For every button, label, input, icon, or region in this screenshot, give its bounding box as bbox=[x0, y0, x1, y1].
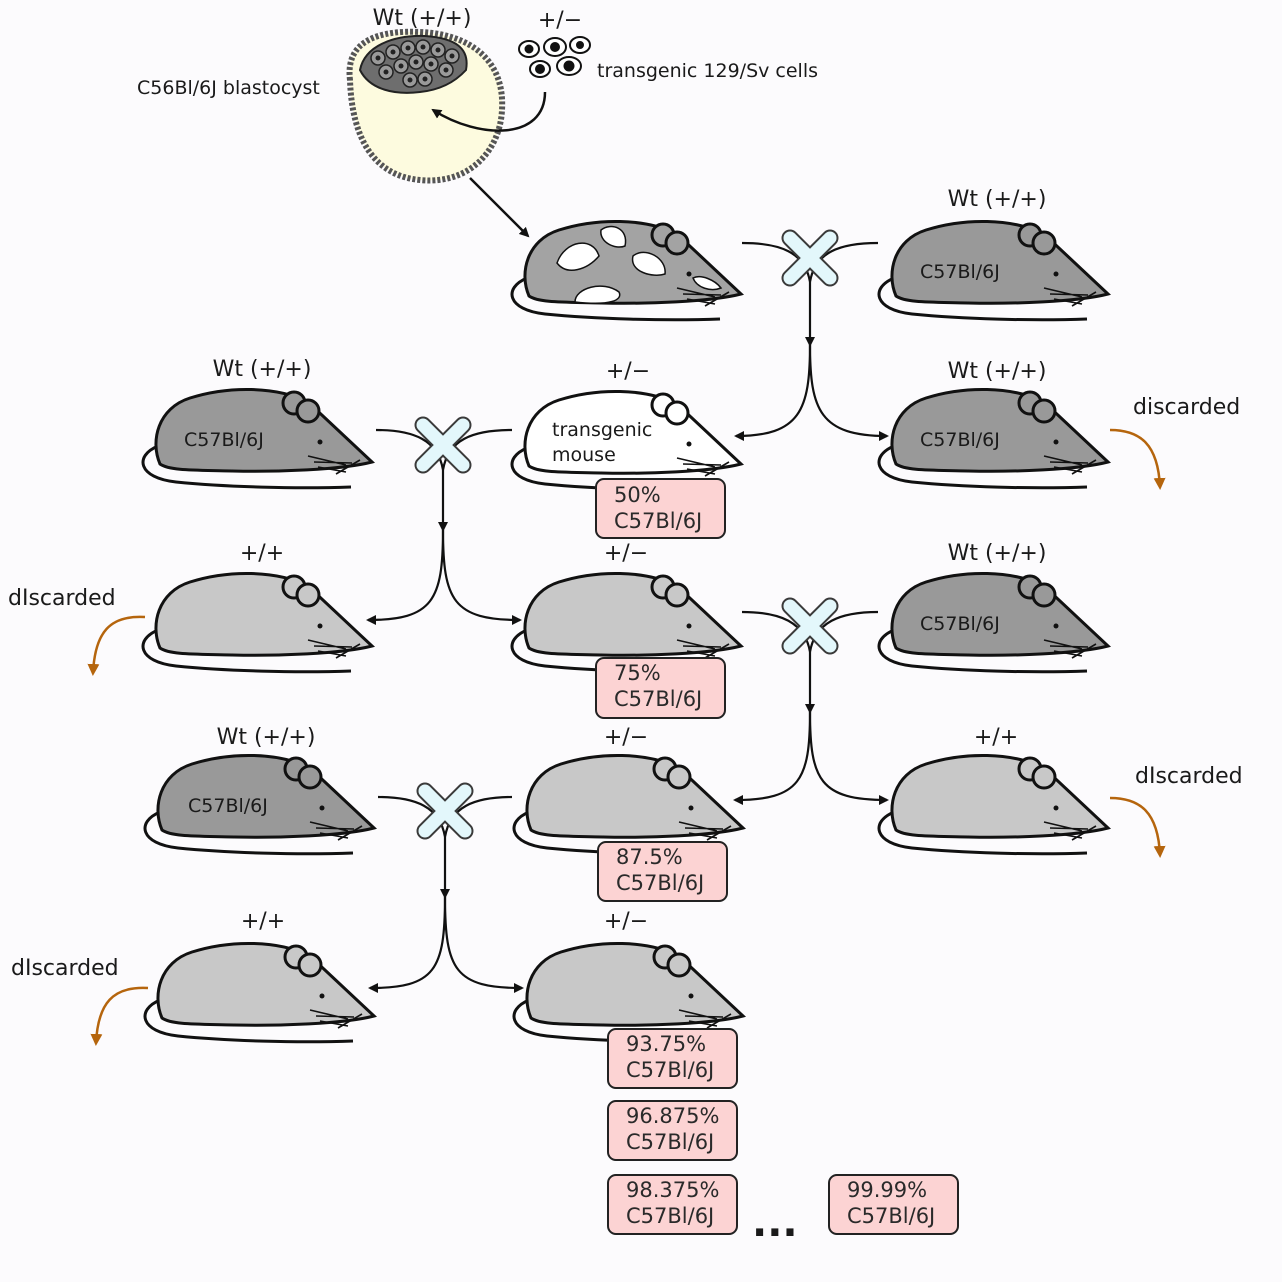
discarded-2: dIscarded bbox=[8, 586, 146, 676]
discarded-4: dIscarded bbox=[11, 956, 149, 1046]
mouse-strain: C57Bl/6J bbox=[188, 795, 268, 817]
percentage-box-75: 75% C57Bl/6J bbox=[595, 657, 726, 719]
percentage-box-50: 50% C57Bl/6J bbox=[595, 478, 726, 539]
percentage-value: 50% bbox=[614, 483, 661, 507]
genotype-label: Wt (+/+) bbox=[948, 359, 1047, 384]
mouse-row4-mid bbox=[512, 753, 745, 856]
mouse-row4-right bbox=[877, 753, 1110, 856]
discard-arrow bbox=[87, 615, 146, 676]
discarded-label: dIscarded bbox=[8, 586, 116, 611]
genotype-label: +/+ bbox=[974, 725, 1018, 750]
cross-1 bbox=[734, 238, 889, 441]
discarded-label: dIscarded bbox=[11, 956, 119, 981]
percentage-box-93-75: 93.75% C57Bl/6J bbox=[607, 1028, 738, 1089]
wt-mouse-row2-left: C57Bl/6J bbox=[141, 387, 374, 490]
percentage-strain: C57Bl/6J bbox=[847, 1204, 935, 1228]
discard-arrow bbox=[1109, 428, 1166, 490]
discarded-3: dIscarded bbox=[1109, 764, 1243, 858]
chimera-mouse bbox=[510, 219, 743, 322]
implant-arrow bbox=[469, 177, 530, 238]
injection-arrow bbox=[431, 91, 547, 132]
mouse-strain: C57Bl/6J bbox=[920, 429, 1000, 451]
mouse-row5-left bbox=[143, 941, 376, 1044]
cross-icon bbox=[790, 238, 830, 278]
genotype-label: +/− bbox=[604, 541, 648, 566]
transgenic-mouse: transgenic mouse bbox=[510, 389, 743, 492]
percentage-box-87-5: 87.5% C57Bl/6J bbox=[597, 841, 728, 902]
percentage-strain: C57Bl/6J bbox=[616, 871, 704, 895]
donor-cells-label: transgenic 129/Sv cells bbox=[597, 60, 818, 82]
percentage-strain: C57Bl/6J bbox=[614, 687, 702, 711]
transgenic-cells bbox=[518, 36, 591, 78]
mouse-row3-left bbox=[141, 571, 374, 674]
genotype-label: +/− bbox=[604, 725, 648, 750]
genotype-label: +/− bbox=[604, 909, 648, 934]
genotype-label: +/− bbox=[606, 359, 650, 384]
percentage-strain: C57Bl/6J bbox=[626, 1204, 714, 1228]
wt-mouse-row2-right: C57Bl/6J bbox=[877, 387, 1110, 490]
discard-arrow bbox=[90, 986, 149, 1046]
blastocyst bbox=[346, 28, 506, 184]
wt-mouse-row4-left: C57Bl/6J bbox=[143, 753, 376, 856]
discard-arrow bbox=[1109, 796, 1166, 858]
mouse-strain: C57Bl/6J bbox=[920, 261, 1000, 283]
percentage-strain: C57Bl/6J bbox=[626, 1058, 714, 1082]
cross-4 bbox=[368, 791, 524, 993]
discarded-label: dIscarded bbox=[1135, 764, 1243, 789]
wt-mouse-row3-right: C57Bl/6J bbox=[877, 571, 1110, 674]
mouse-strain: C57Bl/6J bbox=[920, 613, 1000, 635]
blastocyst-label: C56Bl/6J blastocyst bbox=[137, 77, 320, 99]
wt-mouse-row1: C57Bl/6J bbox=[877, 219, 1110, 322]
percentage-strain: C57Bl/6J bbox=[626, 1130, 714, 1154]
percentage-strain: C57Bl/6J bbox=[614, 509, 702, 533]
percentage-value: 75% bbox=[614, 661, 661, 685]
percentage-value: 98.375% bbox=[626, 1178, 719, 1202]
discarded-label: discarded bbox=[1133, 395, 1240, 420]
discarded-1: discarded bbox=[1109, 395, 1240, 490]
percentage-value: 93.75% bbox=[626, 1032, 706, 1056]
percentage-value: 99.99% bbox=[847, 1178, 927, 1202]
percentage-box-99-99: 99.99% C57Bl/6J bbox=[828, 1174, 959, 1235]
ellipsis: ... bbox=[752, 1200, 798, 1246]
mouse-strain: C57Bl/6J bbox=[184, 429, 264, 451]
cross-3 bbox=[733, 606, 889, 805]
genotype-label: Wt (+/+) bbox=[213, 357, 312, 382]
genotype-label: Wt (+/+) bbox=[948, 541, 1047, 566]
cross-2 bbox=[366, 425, 522, 625]
percentage-box-98-375: 98.375% C57Bl/6J bbox=[607, 1174, 738, 1235]
transgenic-label-line2: mouse bbox=[552, 444, 616, 466]
genotype-label: Wt (+/+) bbox=[217, 725, 316, 750]
percentage-value: 87.5% bbox=[616, 845, 683, 869]
genotype-label: Wt (+/+) bbox=[948, 187, 1047, 212]
transgenic-label-line1: transgenic bbox=[552, 419, 652, 441]
percentage-value: 96.875% bbox=[626, 1104, 719, 1128]
donor-cells-genotype: +/− bbox=[538, 8, 582, 33]
percentage-box-96-875: 96.875% C57Bl/6J bbox=[607, 1100, 738, 1161]
genotype-label: +/+ bbox=[240, 541, 284, 566]
blastocyst-genotype: Wt (+/+) bbox=[373, 6, 472, 31]
mouse-row5-mid bbox=[512, 941, 745, 1044]
genotype-label: +/+ bbox=[241, 909, 285, 934]
